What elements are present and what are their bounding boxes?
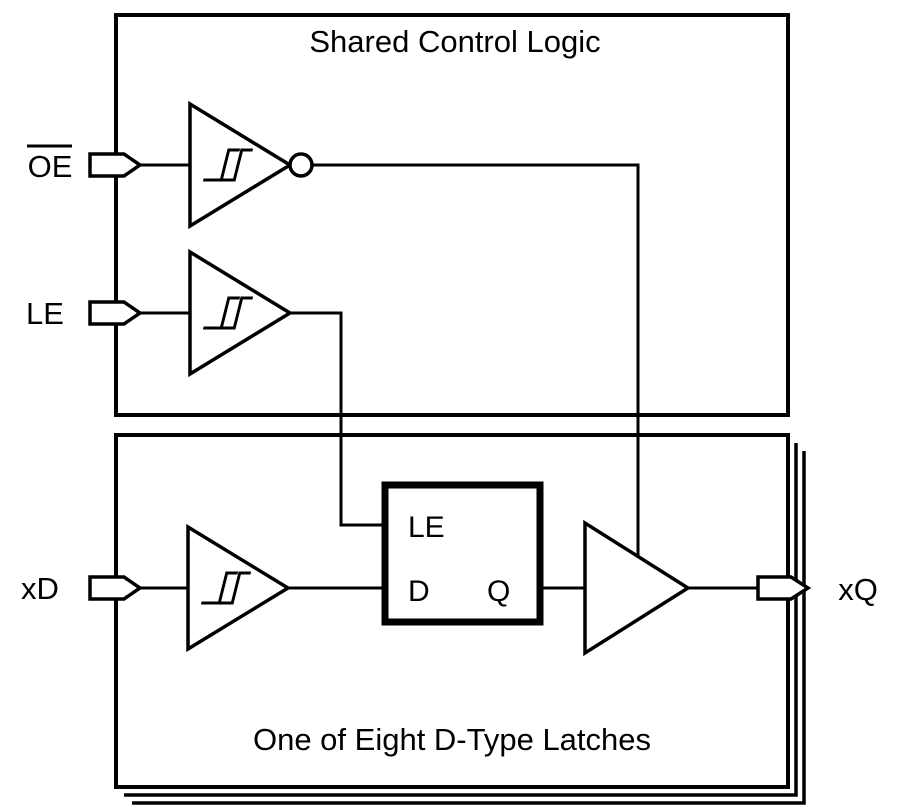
hysteresis-icon	[202, 148, 254, 182]
oe-control-net-wire	[312, 163, 640, 556]
latch-q-pin-label: Q	[487, 575, 510, 608]
latch-cell-box	[381, 481, 544, 626]
hysteresis-icon	[202, 296, 254, 330]
three-state-output-buffer	[583, 519, 692, 657]
le-schmitt-buffer	[188, 248, 294, 378]
d-type-latch-box	[114, 433, 790, 789]
le-net-wire	[290, 311, 385, 527]
inversion-bubble-icon	[288, 152, 314, 178]
shared-control-logic-title: Shared Control Logic	[309, 24, 600, 59]
latch-stack-shadow	[124, 443, 806, 805]
stack-shadow-line-2	[132, 451, 806, 805]
latch-d-pin-label: D	[408, 575, 430, 608]
oe-label: OE	[28, 149, 73, 184]
xd-label: xD	[21, 571, 59, 606]
le-label: LE	[26, 296, 64, 331]
le-input-pin-icon	[88, 300, 144, 326]
latch-le-pin-label: LE	[408, 511, 445, 544]
hysteresis-icon	[200, 571, 252, 605]
xd-input-pin-icon	[88, 575, 144, 601]
xq-label: xQ	[838, 572, 878, 607]
oe-input-pin-icon	[88, 152, 144, 178]
stack-shadow-line-1	[124, 443, 798, 797]
shared-control-logic-box	[114, 13, 790, 417]
xq-output-pin-icon	[756, 575, 812, 601]
oe-schmitt-inverter	[188, 100, 294, 230]
xd-schmitt-buffer	[186, 523, 292, 653]
latch-box-title: One of Eight D-Type Latches	[253, 722, 651, 757]
